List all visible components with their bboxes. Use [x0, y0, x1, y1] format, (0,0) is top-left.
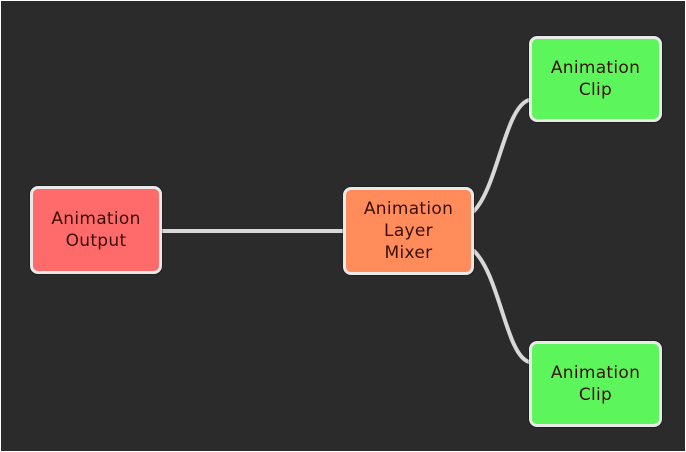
edge-mixer-to-clip-top[interactable]: [472, 98, 531, 213]
animation-output-label: Animation Output: [51, 209, 141, 251]
animation-layer-mixer-label: Animation Layer Mixer: [363, 199, 454, 263]
animation-clip-top-label: Animation Clip: [550, 58, 641, 100]
animation-clip-bottom-label: Animation Clip: [550, 363, 641, 405]
animation-clip-node-bottom[interactable]: Animation Clip: [529, 341, 662, 427]
animation-clip-node-top[interactable]: Animation Clip: [529, 36, 662, 122]
edge-mixer-to-clip-bottom[interactable]: [472, 249, 531, 364]
animation-output-node[interactable]: Animation Output: [30, 186, 162, 274]
animation-layer-mixer-node[interactable]: Animation Layer Mixer: [343, 187, 474, 275]
